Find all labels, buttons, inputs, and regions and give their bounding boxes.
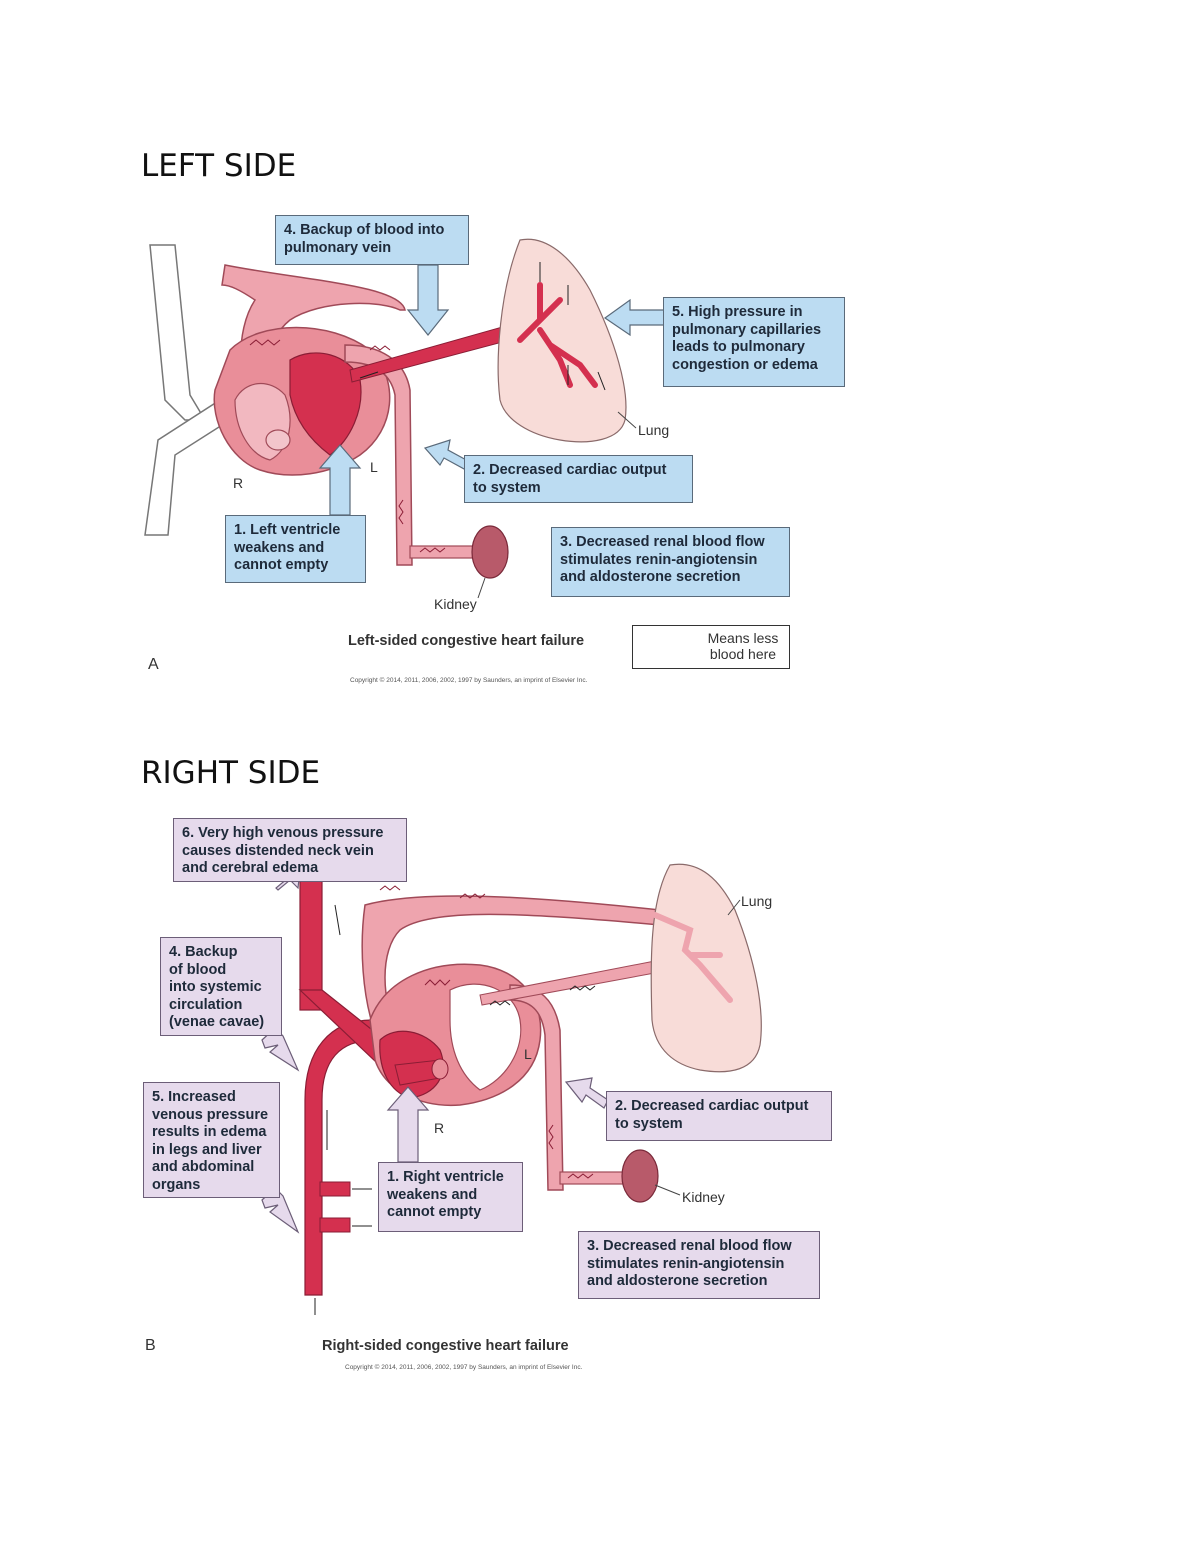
dbl-r-1 xyxy=(334,904,341,936)
right-lung-label: Lung xyxy=(741,893,773,909)
right-box-5-venous-pressure: 5. Increased venous pressure results in … xyxy=(143,1082,280,1198)
right-l-label: L xyxy=(524,1046,532,1062)
vena-cava-inferior-right xyxy=(304,1019,376,1296)
right-kidney-label: Kidney xyxy=(682,1189,725,1205)
wavy-line-1 xyxy=(249,339,281,346)
left-side-heading: LEFT SIDE xyxy=(141,148,297,184)
arrow-box5-left xyxy=(603,298,666,337)
right-box-4-backup-systemic: 4. Backup of blood into systemic circula… xyxy=(160,937,282,1036)
legend-box: Means less blood here xyxy=(632,625,790,669)
lung-vessels-right xyxy=(652,912,733,1003)
arrow-r-box1 xyxy=(386,1086,430,1163)
panel-letter-b: B xyxy=(145,1337,156,1354)
left-caption: Left-sided congestive heart failure xyxy=(348,633,585,649)
double-arrow-1 xyxy=(359,371,379,379)
lung-leader-right xyxy=(727,899,741,916)
wavy-r-2 xyxy=(459,893,486,899)
kidney-organ xyxy=(471,525,509,579)
wavy-r-7 xyxy=(567,1173,594,1179)
lung-leader xyxy=(617,411,637,429)
lung-organ xyxy=(497,238,627,443)
double-arrow-5 xyxy=(597,371,606,391)
right-box-1-right-ventricle: 1. Right ventricle weakens and cannot em… xyxy=(378,1162,523,1232)
right-box-2-decreased-output: 2. Decreased cardiac output to system xyxy=(606,1091,832,1141)
left-box-5-high-pressure: 5. High pressure in pulmonary capillarie… xyxy=(663,297,845,387)
kidney-organ-right xyxy=(621,1149,659,1203)
branch-upper xyxy=(319,1181,351,1197)
panel-letter-a: A xyxy=(148,656,159,673)
wavy-r-3 xyxy=(424,979,451,986)
wavy-line-3 xyxy=(398,499,404,525)
branch-lower xyxy=(319,1217,351,1233)
left-kidney-label: Kidney xyxy=(434,596,477,612)
left-lung-label: Lung xyxy=(638,422,670,438)
renal-artery-right xyxy=(559,1171,631,1185)
left-box-3-renal-flow: 3. Decreased renal blood flow stimulates… xyxy=(551,527,790,597)
legend-text: Means less blood here xyxy=(707,630,779,662)
left-box-4-backup-pulmonary-vein: 4. Backup of blood into pulmonary vein xyxy=(275,215,469,265)
left-r-label: R xyxy=(233,475,244,491)
pulmonary-trunk-opening xyxy=(431,1058,449,1080)
descending-aorta xyxy=(344,344,413,566)
wavy-r-4 xyxy=(489,1000,511,1006)
wavy-line-4 xyxy=(419,547,446,553)
wavy-r-5 xyxy=(569,985,596,991)
left-ventricle-light xyxy=(449,983,522,1091)
left-ventricle xyxy=(289,352,362,456)
wavy-r-1 xyxy=(379,885,401,891)
arrow-box4-down xyxy=(406,264,450,336)
right-box-3-renal-flow: 3. Decreased renal blood flow stimulates… xyxy=(578,1231,820,1299)
wavy-line-2 xyxy=(369,345,391,351)
left-l-label: L xyxy=(370,459,378,475)
arrow-box1-up xyxy=(318,444,362,516)
pulmonary-artery-opening xyxy=(265,429,291,451)
arrow-r-box2 xyxy=(564,1077,609,1109)
right-box-6-neck-vein: 6. Very high venous pressure causes dist… xyxy=(173,818,407,882)
right-copyright: Copyright © 2014, 2011, 2006, 2002, 1997… xyxy=(345,1364,583,1371)
lung-vessels xyxy=(517,282,598,388)
wavy-r-6 xyxy=(548,1124,554,1150)
right-r-label: R xyxy=(434,1120,445,1136)
left-box-1-left-ventricle: 1. Left ventricle weakens and cannot emp… xyxy=(225,515,366,583)
kidney-leader xyxy=(477,577,486,599)
left-copyright: Copyright © 2014, 2011, 2006, 2002, 1997… xyxy=(350,677,588,684)
right-caption: Right-sided congestive heart failure xyxy=(322,1338,569,1354)
right-side-heading: RIGHT SIDE xyxy=(141,755,321,791)
arrow-box2-left xyxy=(423,439,471,471)
kidney-leader-right xyxy=(654,1184,681,1196)
left-box-2-decreased-output: 2. Decreased cardiac output to system xyxy=(464,455,693,503)
